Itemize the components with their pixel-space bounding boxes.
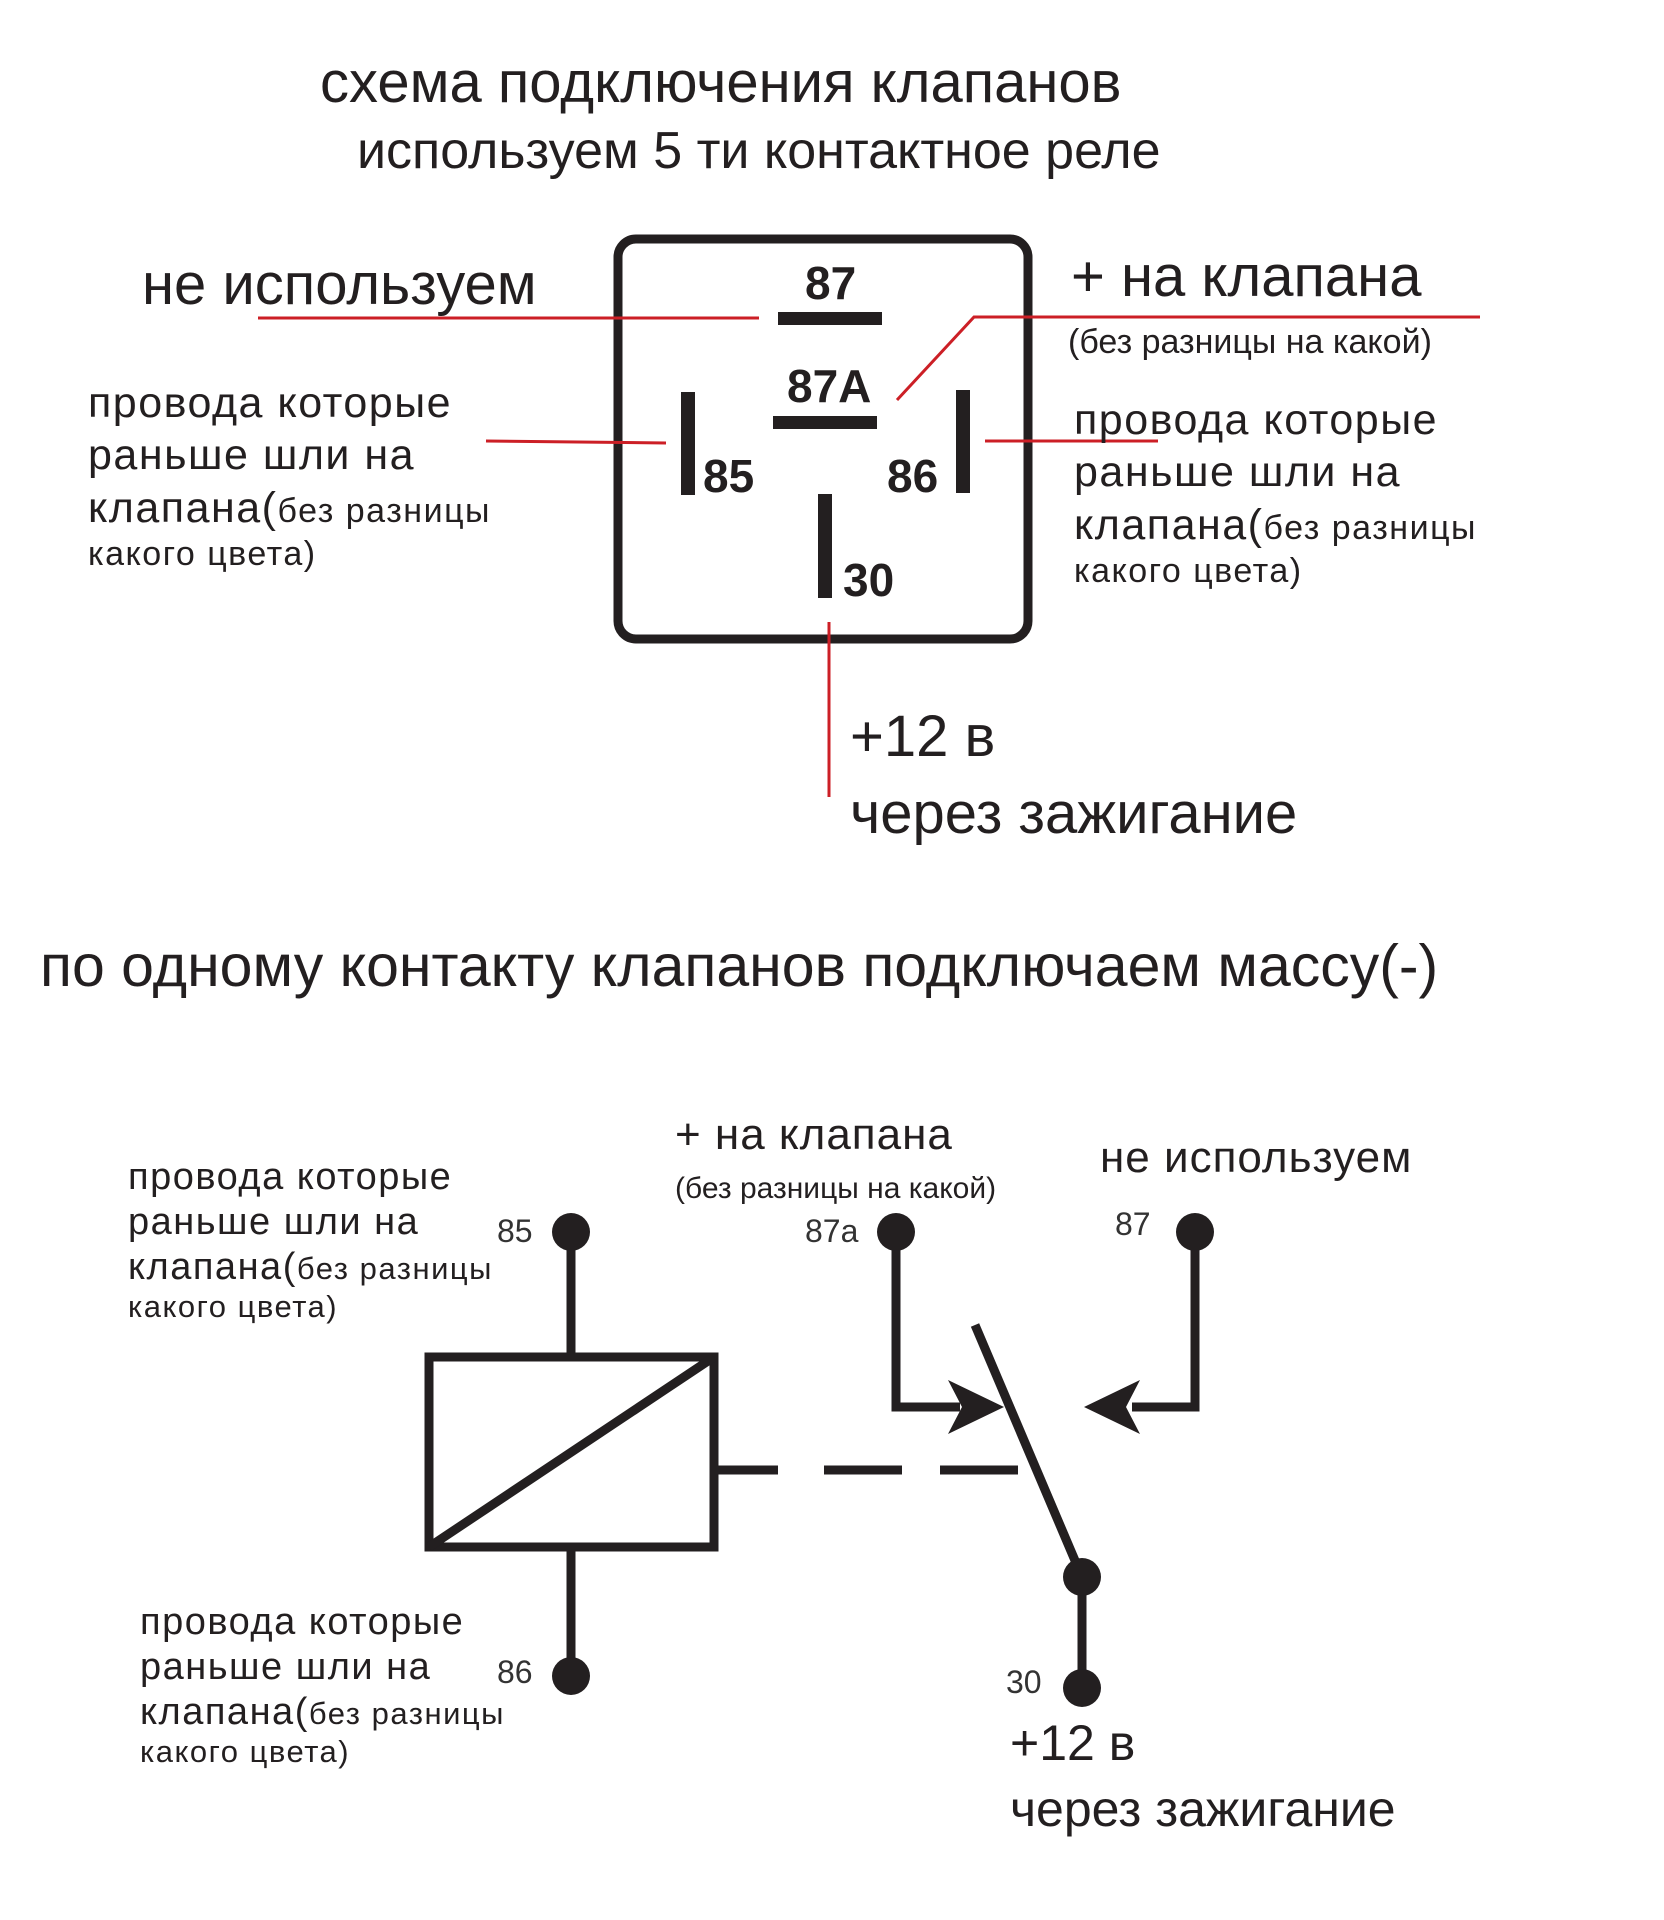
pin-30-label: 30 — [843, 554, 895, 606]
arrow-87a — [948, 1380, 1004, 1434]
terminal-30-dot — [1063, 1669, 1101, 1707]
arrow-87 — [1084, 1380, 1140, 1434]
pin-85-blade — [681, 392, 695, 495]
upper-wires-line2: раньше шли на — [128, 1200, 420, 1243]
bottom-plus-valves-note: (без разницы на какой) — [675, 1172, 997, 1205]
bottom-pin-85-label: 85 — [497, 1213, 533, 1249]
not-used-label: не используем — [142, 252, 537, 317]
page-title: схема подключения клапанов — [320, 50, 1122, 115]
left-wires-line2: раньше шли на — [88, 431, 416, 480]
bottom-lower-wires-note: провода которые раньше шли на клапана(бе… — [140, 1600, 505, 1771]
plus-valves-label: + на клапана — [1071, 244, 1422, 309]
lower-wires-line4: какого цвета) — [140, 1734, 351, 1770]
right-wires-line2: раньше шли на — [1074, 448, 1402, 497]
right-wires-note: провода которые раньше шли на клапана(бе… — [1074, 394, 1477, 593]
terminal-85-dot — [552, 1213, 590, 1251]
coil-diagonal — [426, 1353, 717, 1551]
bottom-plus-valves-label: + на клапана — [675, 1110, 953, 1159]
bottom-power-line2: через зажигание — [1010, 1781, 1396, 1837]
page-subtitle: используем 5 ти контактное реле — [357, 122, 1161, 180]
right-wires-line1: провода которые — [1074, 396, 1439, 444]
left-wires-line4: какого цвета) — [88, 535, 317, 574]
pin-87-label: 87 — [805, 257, 857, 309]
ground-instruction: по одному контакту клапанов подключаем м… — [40, 933, 1439, 999]
lower-wires-line2: раньше шли на — [140, 1645, 432, 1688]
plus-valves-note: (без разницы на какой) — [1068, 323, 1432, 361]
wire-87a — [891, 1233, 960, 1412]
upper-wires-line3-note: без разницы — [296, 1250, 493, 1286]
lower-wires-line3-note: без разницы — [308, 1695, 505, 1731]
bottom-pin-87a-label: 87a — [805, 1213, 859, 1249]
switch-arm — [970, 1323, 1087, 1579]
bottom-pin-86-label: 86 — [497, 1654, 533, 1690]
wire-87 — [1132, 1233, 1200, 1412]
left-wires-line1: провода которые — [88, 379, 453, 427]
bottom-not-used-label: не используем — [1100, 1133, 1413, 1182]
bottom-pin-87-label: 87 — [1115, 1206, 1151, 1242]
pin-87-blade — [778, 312, 882, 325]
right-wires-line3-main: клапана( — [1074, 500, 1264, 549]
terminal-87a-dot — [877, 1213, 915, 1251]
upper-wires-line3-main: клапана( — [128, 1245, 297, 1288]
left-wires-line3-main: клапана( — [88, 483, 278, 532]
lower-wires-line1: провода которые — [140, 1601, 465, 1643]
switch-pivot-dot — [1063, 1558, 1101, 1596]
power-label-line2: через зажигание — [850, 781, 1298, 846]
upper-wires-line3: клапана(без разницы — [128, 1245, 493, 1290]
pin-87a-label: 87A — [787, 360, 872, 412]
power-label-line1: +12 в — [850, 704, 996, 769]
pin-30-blade — [818, 494, 832, 598]
upper-wires-line1: провода которые — [128, 1156, 453, 1198]
terminal-87-dot — [1176, 1213, 1214, 1251]
pin-87a-blade — [773, 416, 877, 429]
left-wires-line3-note: без разницы — [277, 491, 491, 530]
pin-86-label: 86 — [887, 450, 939, 502]
pin-85-label: 85 — [703, 450, 755, 502]
left-wires-line3: клапана(без разницы — [88, 482, 491, 534]
upper-wires-line4: какого цвета) — [128, 1289, 339, 1325]
bottom-upper-wires-note: провода которые раньше шли на клапана(бе… — [128, 1155, 493, 1326]
leader-left-wires — [485, 439, 667, 445]
right-wires-line3-note: без разницы — [1263, 508, 1477, 547]
right-wires-line4: какого цвета) — [1074, 552, 1303, 591]
right-wires-line3: клапана(без разницы — [1074, 499, 1477, 551]
leader-plus-valves — [895, 315, 1480, 402]
pin-86-blade — [956, 390, 970, 493]
relay-body — [613, 234, 1033, 644]
terminal-86-dot — [552, 1657, 590, 1695]
lower-wires-line3-main: клапана( — [140, 1690, 309, 1733]
bottom-power-line1: +12 в — [1010, 1715, 1136, 1771]
bottom-pin-30-label: 30 — [1006, 1664, 1042, 1700]
left-wires-note: провода которые раньше шли на клапана(бе… — [88, 377, 491, 576]
lower-wires-line3: клапана(без разницы — [140, 1690, 505, 1735]
